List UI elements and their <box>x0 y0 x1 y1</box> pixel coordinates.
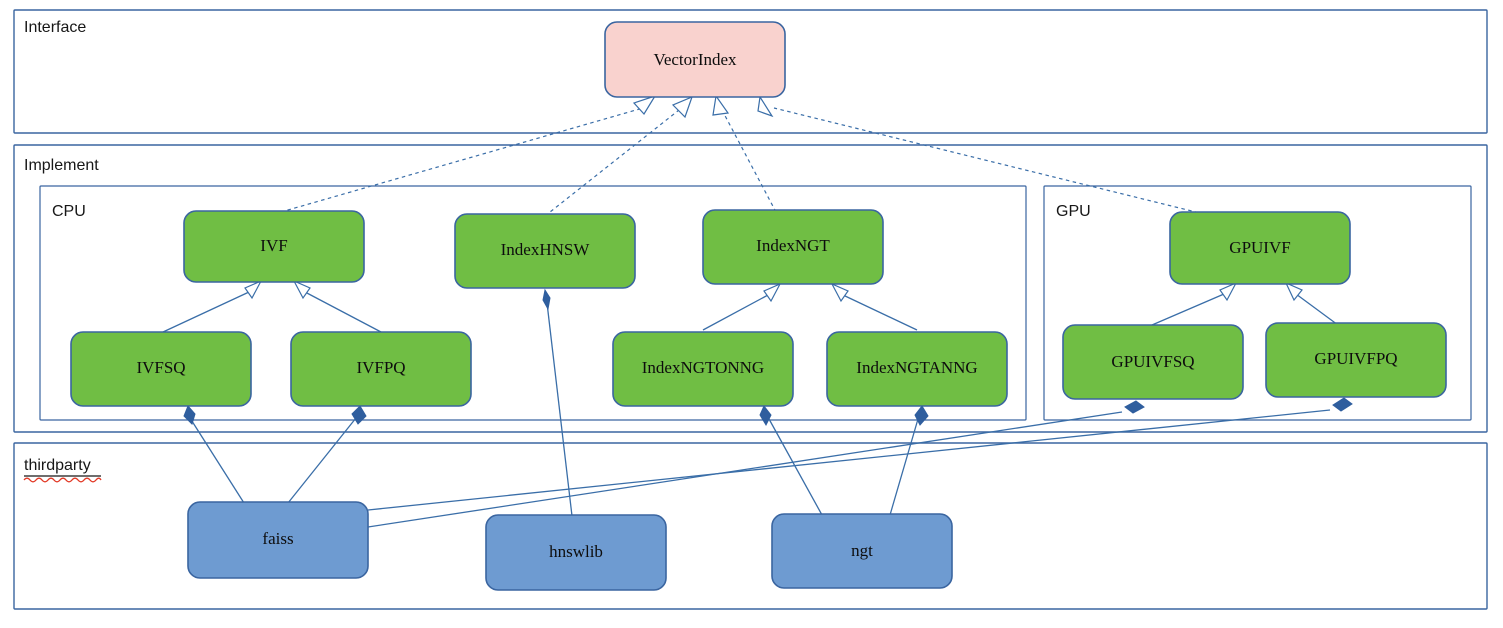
node-ivfsq[interactable]: IVFSQ <box>70 331 252 407</box>
edge-ivf-to-vectorindex <box>273 94 657 215</box>
node-indexngtanng-label: IndexNGTANNG <box>856 358 977 377</box>
node-vectorindex-box[interactable] <box>604 21 786 98</box>
edge-faiss-to-ivfpq <box>287 405 367 504</box>
panel-interface-label: Interface <box>24 19 86 36</box>
hollow-triangle-arrowhead-icon <box>757 95 774 118</box>
node-indexngtanng-box[interactable] <box>826 331 1008 407</box>
node-gpuivfsq-label: GPUIVFSQ <box>1111 352 1194 371</box>
filled-diamond-icon <box>914 405 929 426</box>
hollow-triangle-arrowhead-icon <box>712 94 730 116</box>
node-gpuivfsq-box[interactable] <box>1062 324 1244 400</box>
node-indexhnsw[interactable]: IndexHNSW <box>454 213 636 289</box>
node-gpuivf[interactable]: GPUIVF <box>1169 211 1351 285</box>
node-indexngt[interactable]: IndexNGT <box>702 209 884 285</box>
edge-hnswlib-to-indexhnsw <box>542 288 573 517</box>
panel-implement-label: Implement <box>24 157 99 174</box>
node-gpuivf-label: GPUIVF <box>1229 238 1290 257</box>
hollow-triangle-arrowhead-icon <box>671 95 694 119</box>
node-indexngtonng[interactable]: IndexNGTONNG <box>612 331 794 407</box>
hollow-triangle-arrowhead-icon <box>763 282 782 303</box>
node-hnswlib-label: hnswlib <box>549 542 603 561</box>
node-gpuivfpq-label: GPUIVFPQ <box>1314 349 1397 368</box>
node-ivfpq-box[interactable] <box>290 331 472 407</box>
node-hnswlib-box[interactable] <box>485 514 667 591</box>
panel-thirdparty: thirdparty <box>13 442 1488 610</box>
node-faiss-box[interactable] <box>187 501 369 579</box>
edge-faiss-to-gpuivfpq <box>367 397 1353 511</box>
node-ivf-label: IVF <box>260 236 287 255</box>
edge-ivfsq-to-ivf <box>162 279 263 333</box>
edge-gpuivfpq-to-gpuivf <box>1284 281 1339 326</box>
hollow-triangle-arrowhead-icon <box>830 282 849 303</box>
node-hnswlib[interactable]: hnswlib <box>485 514 667 591</box>
node-ivf-box[interactable] <box>183 210 365 283</box>
edge-faiss-to-ivfsq <box>183 405 245 504</box>
group-gpu-label: GPU <box>1056 203 1091 220</box>
group-cpu-label: CPU <box>52 203 86 220</box>
node-vectorindex-label: VectorIndex <box>653 50 737 69</box>
node-ivfsq-box[interactable] <box>70 331 252 407</box>
edge-faiss-to-gpuivfsq <box>367 400 1145 528</box>
node-vectorindex[interactable]: VectorIndex <box>604 21 786 98</box>
edge-ivfpq-to-ivf <box>292 279 382 333</box>
hollow-triangle-arrowhead-icon <box>1284 281 1303 302</box>
hollow-triangle-arrowhead-icon <box>244 279 263 300</box>
node-gpuivfsq[interactable]: GPUIVFSQ <box>1062 324 1244 400</box>
panel-thirdparty-border <box>13 442 1488 610</box>
edge-ngt-to-indexngtanng <box>889 405 929 516</box>
filled-diamond-icon <box>183 405 196 425</box>
node-indexhnsw-label: IndexHNSW <box>501 240 591 259</box>
node-gpuivfpq[interactable]: GPUIVFPQ <box>1265 322 1447 398</box>
filled-diamond-icon <box>542 288 551 311</box>
node-indexngtanng[interactable]: IndexNGTANNG <box>826 331 1008 407</box>
hollow-triangle-arrowhead-icon <box>1219 281 1238 302</box>
edge-indexngtonng-to-indexngt <box>702 282 782 331</box>
node-gpuivfpq-box[interactable] <box>1265 322 1447 398</box>
node-faiss-label: faiss <box>262 529 293 548</box>
edge-gpuivf-to-vectorindex <box>757 95 1213 217</box>
filled-diamond-icon <box>351 405 367 425</box>
node-indexngt-label: IndexNGT <box>756 236 830 255</box>
edge-indexngt-to-vectorindex <box>712 94 777 213</box>
node-ivf[interactable]: IVF <box>183 210 365 283</box>
edge-gpuivfsq-to-gpuivf <box>1151 281 1238 326</box>
hollow-triangle-arrowhead-icon <box>632 94 657 115</box>
filled-diamond-icon <box>759 405 772 427</box>
node-ivfpq-label: IVFPQ <box>356 358 405 377</box>
panel-thirdparty-label: thirdparty <box>24 457 91 474</box>
node-indexngtonng-box[interactable] <box>612 331 794 407</box>
node-indexngt-box[interactable] <box>702 209 884 285</box>
hollow-triangle-arrowhead-icon <box>292 279 311 300</box>
filled-diamond-icon <box>1124 400 1145 414</box>
edge-ngt-to-indexngtonng <box>759 405 823 516</box>
node-indexngtonng-label: IndexNGTONNG <box>642 358 764 377</box>
filled-diamond-icon <box>1332 397 1353 412</box>
node-indexhnsw-box[interactable] <box>454 213 636 289</box>
edge-indexhnsw-to-vectorindex <box>544 95 694 217</box>
spellcheck-squiggle-icon <box>23 477 102 483</box>
node-gpuivf-box[interactable] <box>1169 211 1351 285</box>
node-faiss[interactable]: faiss <box>187 501 369 579</box>
node-ngt[interactable]: ngt <box>771 513 953 589</box>
node-ngt-label: ngt <box>851 541 873 560</box>
edge-indexngtanng-to-indexngt <box>830 282 918 331</box>
node-ngt-box[interactable] <box>771 513 953 589</box>
node-ivfpq[interactable]: IVFPQ <box>290 331 472 407</box>
node-ivfsq-label: IVFSQ <box>136 358 185 377</box>
